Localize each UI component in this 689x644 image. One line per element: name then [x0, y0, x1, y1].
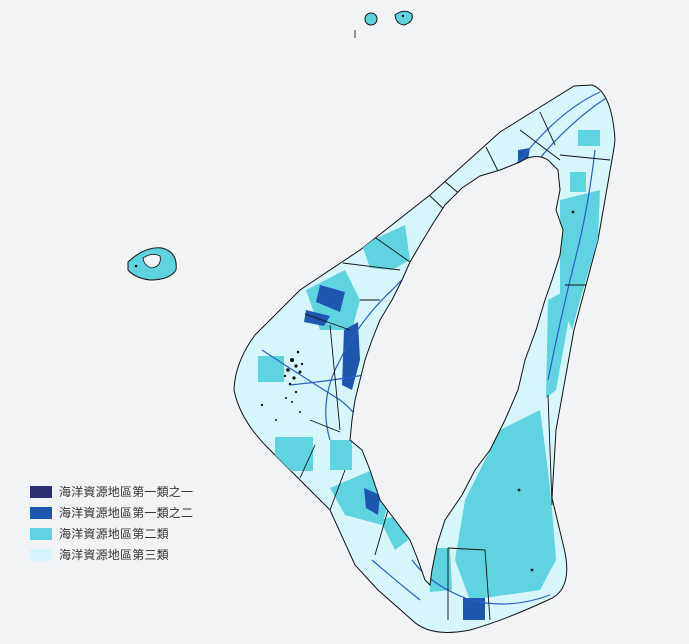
island-inner-features [517, 210, 575, 572]
legend-item-class-3: 海洋資源地區第三類 [30, 545, 193, 564]
northern-islets [354, 10, 413, 38]
legend-label-class-1b: 海洋資源地區第一類之二 [59, 506, 194, 520]
legend-label-class-3: 海洋資源地區第三類 [59, 548, 169, 562]
legend-label-class-2: 海洋資源地區第二類 [59, 527, 169, 541]
zone-boundaries [299, 111, 611, 621]
legend-item-class-1b: 海洋資源地區第一類之二 [30, 503, 193, 522]
legend-item-class-2: 海洋資源地區第二類 [30, 524, 193, 543]
archipelago-islets [260, 350, 304, 421]
legend-swatch-class-2 [30, 527, 52, 540]
legend-swatch-class-1b [30, 506, 52, 519]
legend-swatch-class-1a [30, 485, 52, 498]
western-island [127, 247, 177, 281]
map-legend: 海洋資源地區第一類之一 海洋資源地區第一類之二 海洋資源地區第二類 海洋資源地區… [30, 482, 193, 564]
main-island [349, 156, 564, 587]
legend-swatch-class-3 [30, 548, 52, 561]
legend-item-class-1a: 海洋資源地區第一類之一 [30, 482, 193, 501]
legend-label-class-1a: 海洋資源地區第一類之一 [59, 485, 194, 499]
